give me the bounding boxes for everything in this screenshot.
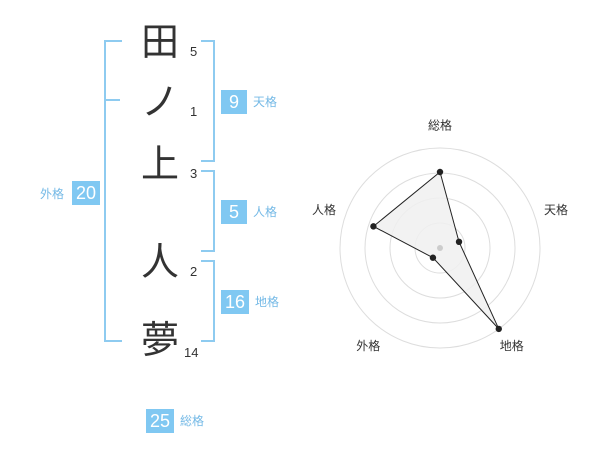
- name-char-4: 人: [140, 240, 179, 284]
- radar-point-3: [495, 325, 502, 333]
- name-char-2: ノ: [140, 80, 179, 124]
- radar-axis-label-5: 人格: [312, 202, 336, 217]
- radar-axis-label-2: 天格: [544, 202, 568, 217]
- stroke-count-2: 1: [190, 104, 198, 119]
- gaikaku-value: 20: [72, 181, 100, 205]
- radar-point-4: [429, 254, 437, 261]
- stroke-count-1: 5: [190, 44, 198, 59]
- stroke-count-4: 2: [190, 264, 198, 279]
- radar-axis-label-3: 地格: [500, 338, 524, 353]
- radar-point-2: [455, 238, 463, 246]
- gaikaku-bracket: [104, 40, 122, 342]
- jinkaku-value: 5: [221, 200, 247, 224]
- radar-center-dot: [437, 245, 443, 251]
- radar-point-1: [436, 168, 444, 176]
- jinkaku-label: 人格: [253, 205, 278, 219]
- radar-point-5: [370, 223, 377, 230]
- gaikaku-label: 外格: [40, 187, 65, 201]
- chikaku-value: 16: [221, 290, 249, 314]
- name-char-1: 田: [140, 20, 179, 64]
- tenkaku-value: 9: [221, 90, 247, 114]
- soukaku-value: 25: [146, 409, 174, 433]
- stroke-count-3: 3: [190, 166, 198, 181]
- radar-axis-label-1: 総格: [428, 118, 452, 133]
- gaikaku-bracket-mid: [104, 99, 120, 101]
- tenkaku-label: 天格: [253, 95, 278, 109]
- soukaku-label: 総格: [180, 414, 205, 428]
- name-char-5: 夢: [140, 318, 179, 362]
- tenkaku-bracket: [201, 40, 215, 162]
- stroke-count-5: 14: [184, 345, 199, 360]
- radar-area: [372, 171, 500, 330]
- radar-ring: [339, 147, 541, 349]
- name-char-3: 上: [140, 142, 179, 186]
- chikaku-bracket: [201, 260, 215, 342]
- chikaku-label: 地格: [255, 295, 280, 309]
- jinkaku-bracket: [201, 170, 215, 252]
- radar-axis-label-4: 外格: [356, 338, 380, 353]
